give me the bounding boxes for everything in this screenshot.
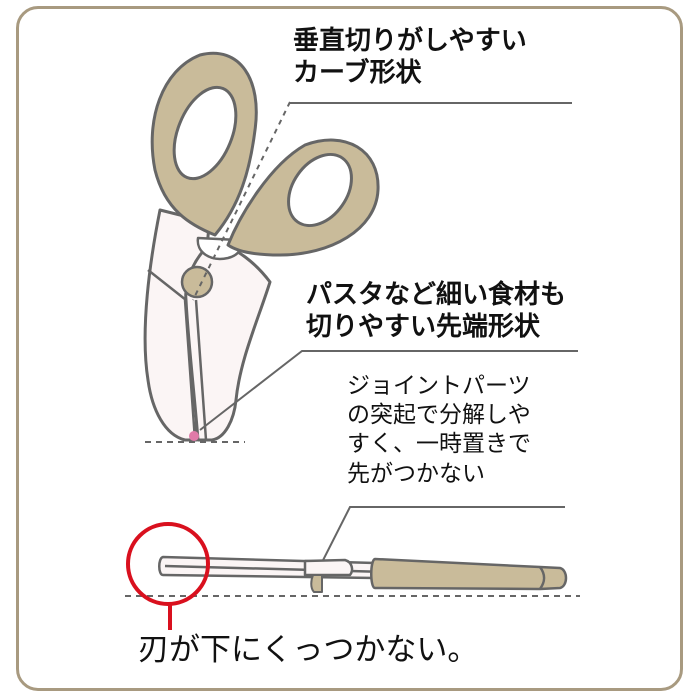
callout-line: 切りやすい先端形状	[306, 311, 541, 342]
callout-line: 垂直切りがしやすい	[293, 26, 527, 56]
callout-blade-not-touching: 刃が下にくっつかない。	[138, 632, 478, 670]
highlight-circle-icon	[126, 522, 210, 630]
callout-line: の突起で分解しや	[347, 402, 531, 429]
callout-joint-parts: ジョイントパーツ の突起で分解しや すく、一時置きで 先がつかない	[347, 372, 531, 489]
callout-line: カーブ形状	[293, 57, 422, 88]
callout-line: すく、一時置きで	[347, 431, 531, 458]
callout-tip-shape: パスタなど細い食材も 切りやすい先端形状	[306, 280, 566, 343]
callout-line: ジョイントパーツ	[347, 373, 531, 399]
callout-line: パスタなど細い食材も	[306, 280, 567, 310]
callout-line: 先がつかない	[347, 460, 485, 487]
callout-line: 刃が下にくっつかない。	[138, 632, 479, 668]
scissors-front-view-icon	[143, 51, 380, 442]
scissors-side-view-icon	[158, 555, 568, 593]
callout-curve-shape: 垂直切りがしやすい カーブ形状	[293, 26, 527, 89]
